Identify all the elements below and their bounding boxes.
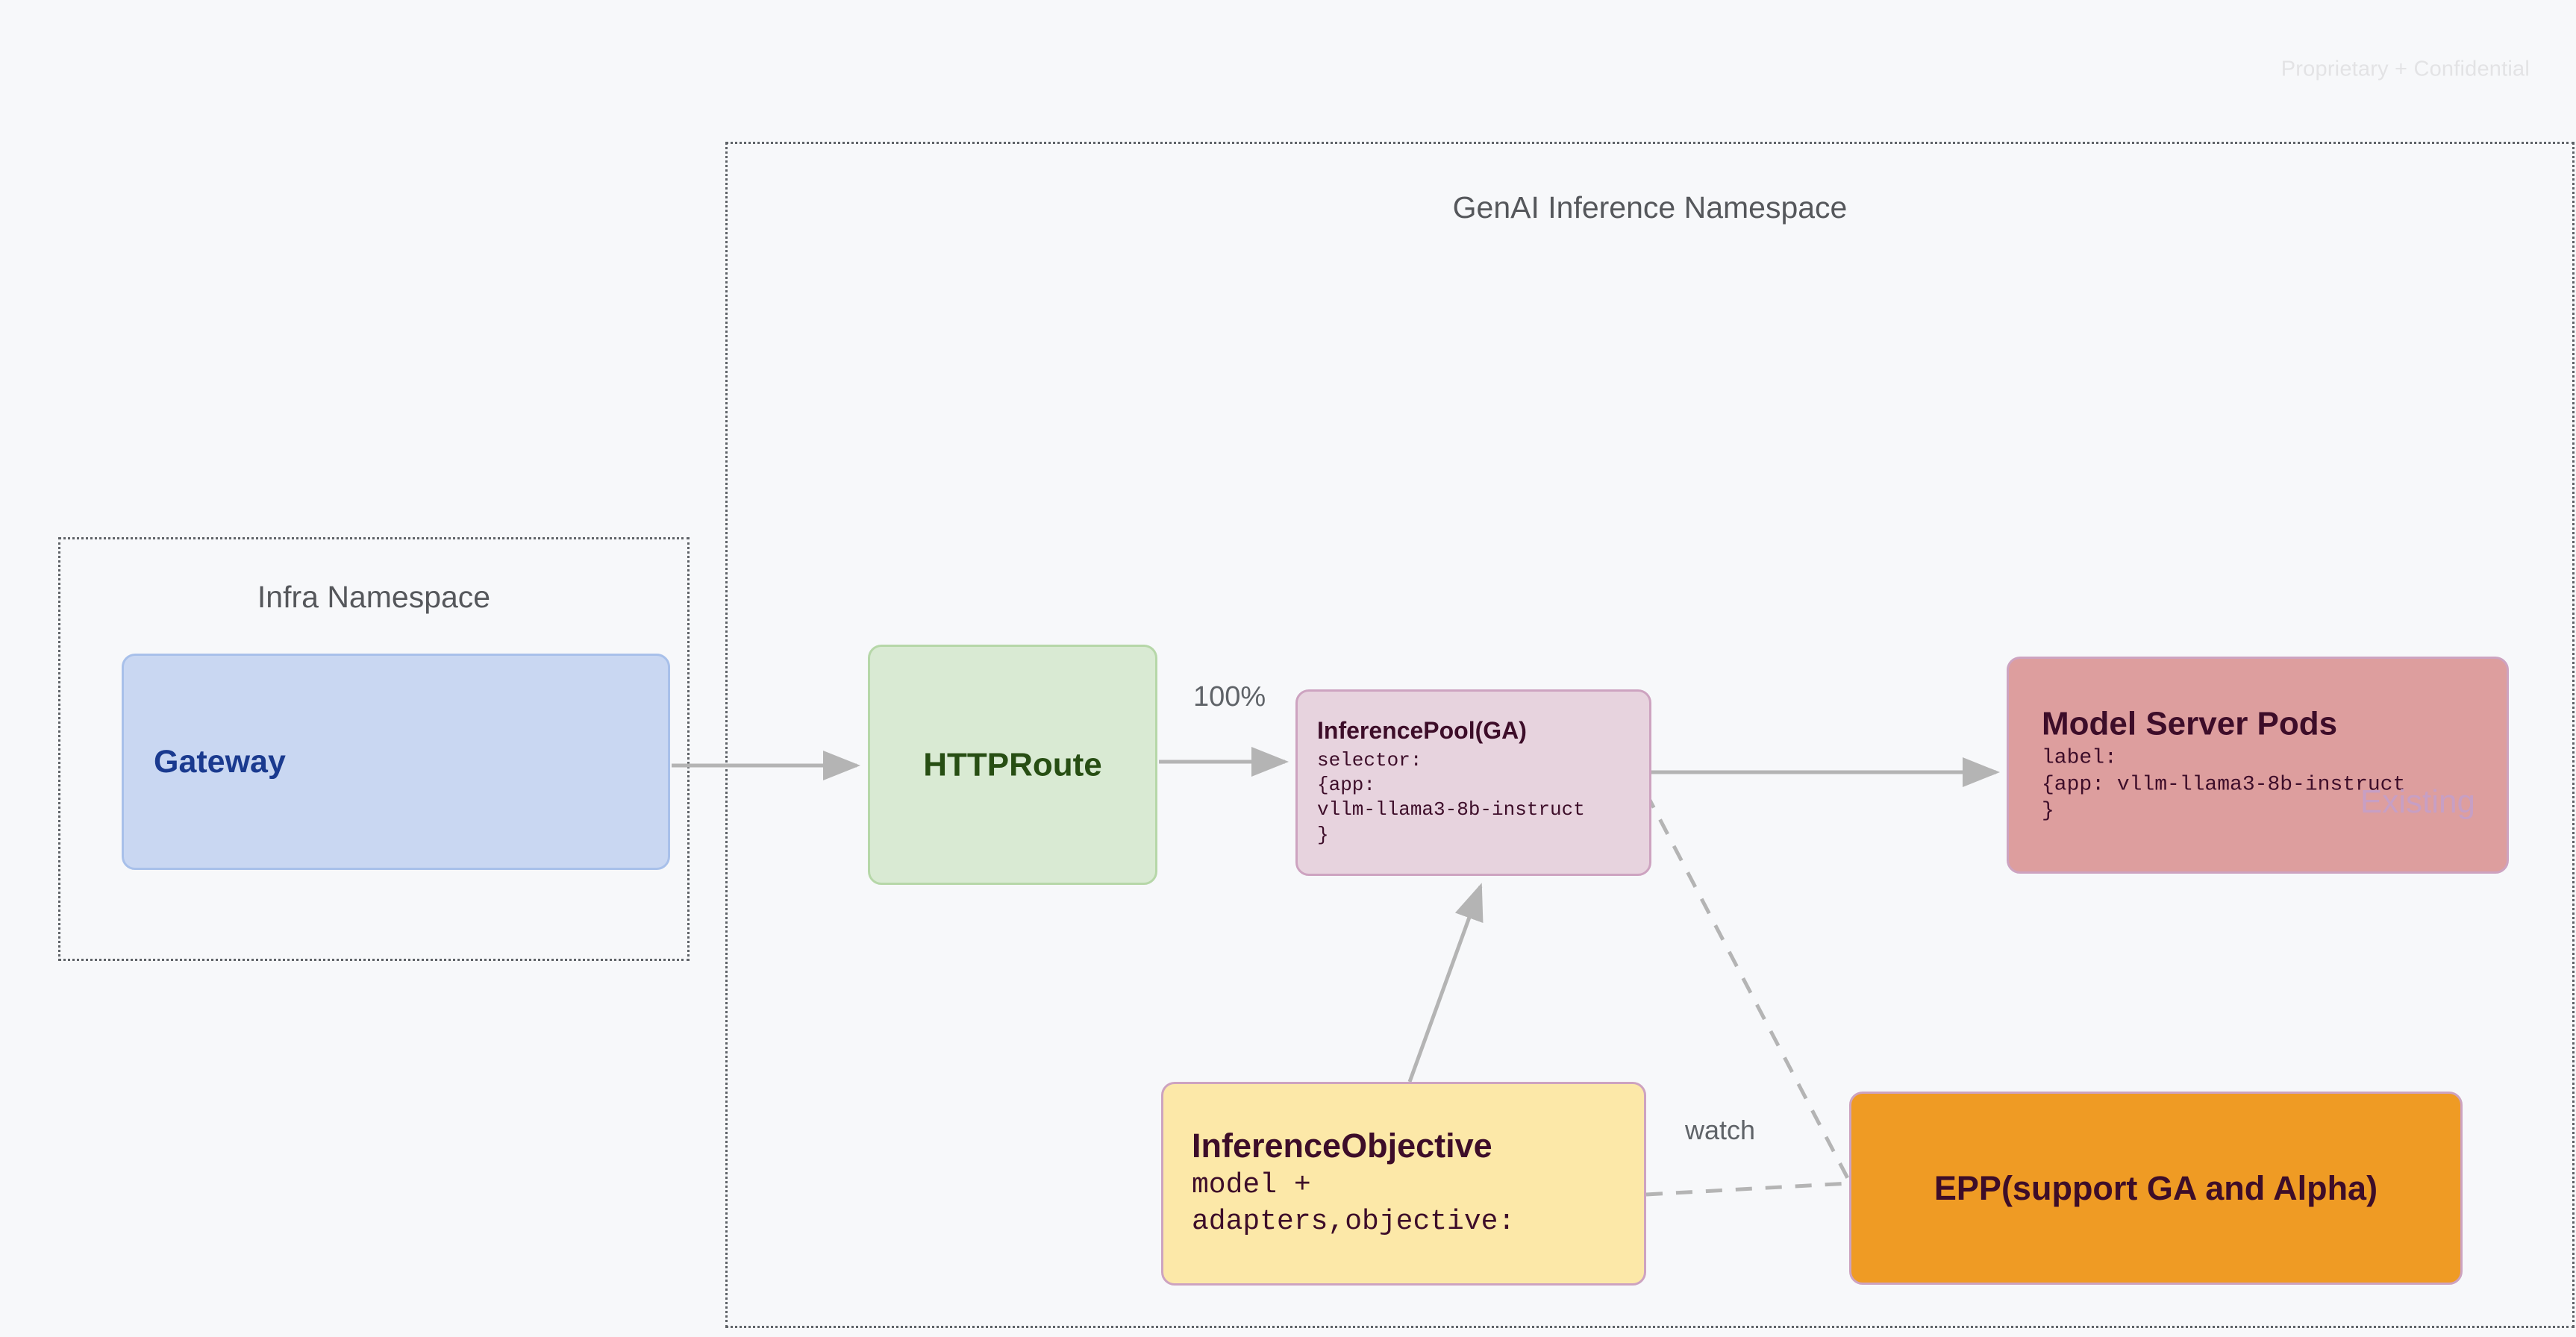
node-model-server-pods-body: label: {app: vllm-llama3-8b-instruct }	[2042, 746, 2406, 824]
namespace-genai-inference: GenAI Inference Namespace	[725, 142, 2575, 1328]
node-model-server-pods-title: Model Server Pods	[2042, 705, 2338, 742]
node-inferenceobjective[interactable]: InferenceObjective model + adapters,obje…	[1161, 1082, 1646, 1286]
node-httproute-title: HTTPRoute	[923, 746, 1102, 783]
node-gateway-title: Gateway	[154, 743, 286, 780]
node-epp[interactable]: EPP(support GA and Alpha)	[1849, 1092, 2463, 1285]
node-gateway[interactable]: Gateway	[122, 654, 670, 870]
namespace-infra: Infra Namespace	[58, 537, 690, 961]
node-model-server-pods[interactable]: Model Server Pods label: {app: vllm-llam…	[2007, 657, 2509, 874]
edge-label-traffic-weight: 100%	[1193, 681, 1266, 713]
namespace-infra-title: Infra Namespace	[257, 580, 491, 614]
node-inferenceobjective-body: model + adapters,objective:	[1192, 1169, 1516, 1238]
node-inferencepool-body: selector: {app: vllm-llama3-8b-instruct …	[1317, 748, 1585, 846]
node-httproute[interactable]: HTTPRoute	[868, 645, 1157, 885]
namespace-genai-inference-title: GenAI Inference Namespace	[1452, 190, 1848, 225]
node-inferencepool-title: InferencePool(GA)	[1317, 717, 1527, 745]
node-inferenceobjective-title: InferenceObjective	[1192, 1126, 1492, 1165]
node-inferencepool[interactable]: InferencePool(GA) selector: {app: vllm-l…	[1295, 689, 1651, 876]
confidential-watermark: Proprietary + Confidential	[2280, 57, 2530, 81]
edge-label-watch: watch	[1685, 1115, 1756, 1145]
node-epp-title: EPP(support GA and Alpha)	[1933, 1168, 2378, 1207]
